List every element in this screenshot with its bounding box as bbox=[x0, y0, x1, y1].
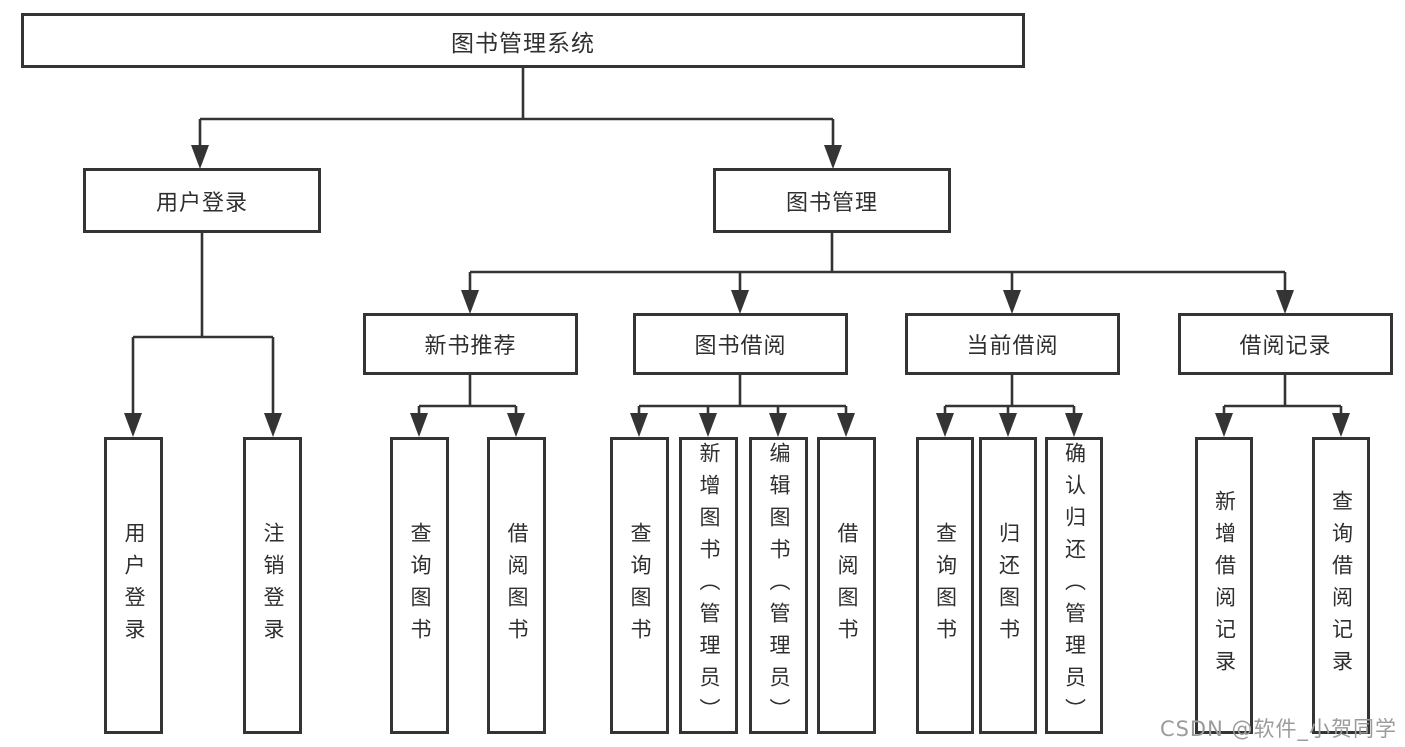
leaf-add-borrow-record: 新增借阅记录 bbox=[1195, 437, 1253, 734]
csdn-watermark: CSDN @软件_小贺同学 bbox=[1159, 717, 1397, 741]
leaf-query-books-recommend-label: 查询图书 bbox=[408, 521, 432, 650]
node-book-management-label: 图书管理 bbox=[785, 190, 878, 216]
edge-root-to-level2 bbox=[198, 68, 835, 147]
leaf-query-borrow-record-label: 查询借阅记录 bbox=[1329, 489, 1354, 682]
leaf-borrow-books-recommend-label: 借阅图书 bbox=[505, 521, 529, 650]
leaf-edit-book-admin: 编辑图书（管理员） bbox=[749, 437, 808, 734]
node-book-borrow: 图书借阅 bbox=[633, 313, 848, 375]
leaf-logout: 注销登录 bbox=[243, 437, 302, 734]
leaf-query-books-borrow-label: 查询图书 bbox=[628, 521, 652, 650]
leaf-borrow-books-borrow-label: 借阅图书 bbox=[835, 521, 859, 650]
node-user-login-label: 用户登录 bbox=[155, 190, 248, 216]
leaf-user-login: 用户登录 bbox=[104, 437, 163, 734]
leaf-add-book-admin: 新增图书（管理员） bbox=[679, 437, 738, 734]
node-root-label: 图书管理系统 bbox=[451, 30, 595, 57]
leaf-logout-label: 注销登录 bbox=[261, 521, 285, 650]
edge-book-management-children bbox=[468, 233, 1287, 292]
node-root-system: 图书管理系统 bbox=[21, 13, 1025, 68]
arrowheads-level2 bbox=[191, 145, 842, 169]
leaf-query-borrow-record: 查询借阅记录 bbox=[1312, 437, 1370, 734]
arrowheads-leaves bbox=[124, 413, 1350, 437]
leaf-query-books-borrow: 查询图书 bbox=[610, 437, 669, 734]
leaf-add-borrow-record-label: 新增借阅记录 bbox=[1212, 489, 1237, 682]
edge-book-borrow-children bbox=[637, 375, 848, 414]
leaf-borrow-books-recommend: 借阅图书 bbox=[487, 437, 546, 734]
edge-current-borrow-children bbox=[943, 375, 1076, 414]
arrowheads-level3 bbox=[461, 290, 1294, 314]
node-current-borrow-label: 当前借阅 bbox=[966, 334, 1059, 359]
node-new-book-recommend-label: 新书推荐 bbox=[424, 334, 517, 359]
node-borrow-records: 借阅记录 bbox=[1178, 313, 1393, 375]
leaf-user-login-label: 用户登录 bbox=[122, 521, 146, 650]
leaf-edit-book-admin-label: 编辑图书（管理员） bbox=[767, 441, 791, 730]
node-book-borrow-label: 图书借阅 bbox=[694, 334, 787, 359]
leaf-borrow-books-borrow: 借阅图书 bbox=[817, 437, 876, 734]
leaf-return-book: 归还图书 bbox=[979, 437, 1037, 734]
edge-user-login-children bbox=[131, 233, 275, 414]
node-user-login: 用户登录 bbox=[83, 168, 321, 233]
leaf-query-books-current-label: 查询图书 bbox=[933, 521, 958, 650]
node-book-management: 图书管理 bbox=[713, 168, 951, 233]
edge-borrow-records-children bbox=[1222, 375, 1343, 414]
node-current-borrow: 当前借阅 bbox=[905, 313, 1120, 375]
leaf-query-books-current: 查询图书 bbox=[916, 437, 974, 734]
leaf-return-book-label: 归还图书 bbox=[996, 521, 1021, 650]
leaf-add-book-admin-label: 新增图书（管理员） bbox=[697, 441, 721, 730]
node-new-book-recommend: 新书推荐 bbox=[363, 313, 578, 375]
leaf-confirm-return-admin: 确认归还（管理员） bbox=[1045, 437, 1103, 734]
edge-new-book-children bbox=[417, 375, 518, 414]
leaf-query-books-recommend: 查询图书 bbox=[390, 437, 449, 734]
leaf-confirm-return-admin-label: 确认归还（管理员） bbox=[1062, 441, 1087, 730]
node-borrow-records-label: 借阅记录 bbox=[1239, 334, 1332, 359]
